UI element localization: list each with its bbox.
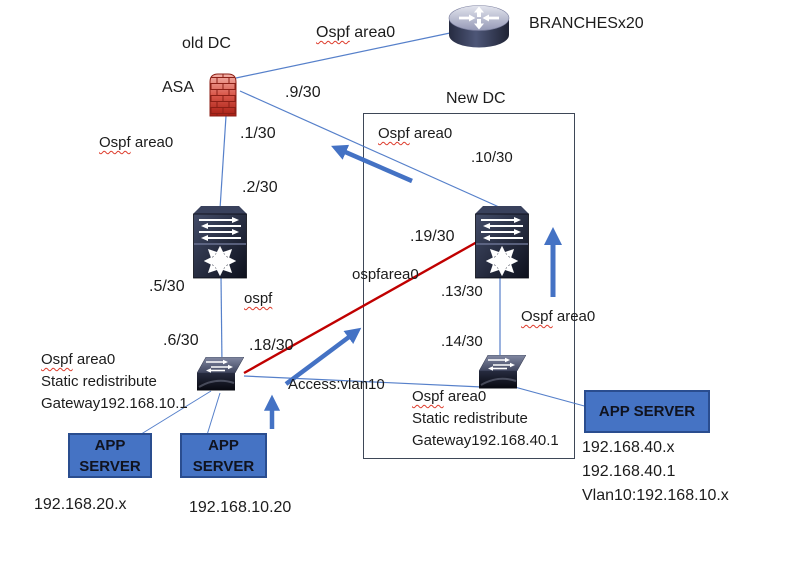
ospf-area0-top-label: Ospf area0 [316,24,396,41]
branches-label: BRANCHESx20 [529,15,644,32]
app-server-2-line1: APP [208,436,239,454]
app-server-2-line2: SERVER [192,457,255,475]
port-19-30: .19/30 [410,228,455,245]
port-9-30: .9/30 [285,84,321,101]
asa-label: ASA [162,79,195,96]
port-2-30: .2/30 [242,179,278,196]
l3-switch-newdc-icon [475,206,529,280]
ip-192-168-20-x: 192.168.20.x [34,496,127,513]
link-asa-newdc-core [239,90,500,208]
app-server-3: APP SERVER [584,390,710,433]
app-server-2: APP SERVER [180,433,267,478]
olddc-switch-notes: Ospf area0 Static redistribute Gateway19… [41,351,188,412]
port-5-30: .5/30 [149,278,185,295]
ip-vlan10-192-168-10-x: Vlan10:192.168.10.x [582,487,729,504]
link-asa-branches [235,32,451,79]
ip-192-168-10-20: 192.168.10.20 [189,499,292,516]
port-13-30: .13/30 [441,283,483,300]
l3-switch-olddc-icon [193,206,247,280]
arrow-diagonal-up [284,327,362,386]
arrow-toward-asa [331,144,413,184]
newdc-switch-notes: Ospf area0 Static redistribute Gateway19… [412,388,559,449]
link-switch-app1 [137,390,212,437]
link-red-ospf-vlan [243,240,478,375]
app-server-1: APP SERVER [68,433,152,478]
new-dc-boundary [363,113,575,459]
firewall-asa-icon [208,71,238,117]
port-1-30: .1/30 [240,125,276,142]
link-switch-app2 [206,392,221,436]
port-18-30: .18/30 [249,337,294,354]
new-dc-title: New DC [446,90,506,107]
ospf-mid-label: ospf [244,290,273,307]
app-server-1-line1: APP [94,436,126,454]
ospf-area0-left-label: Ospf area0 [99,134,174,151]
link-olddc-core-access [220,275,223,366]
access-switch-newdc-icon [478,354,527,389]
port-6-30: .6/30 [163,332,199,349]
ip-192-168-40-x: 192.168.40.x [582,439,675,456]
ospfarea0-label: ospfarea0 [352,266,419,283]
router-icon [447,4,511,50]
app-server-1-line2: SERVER [79,457,141,475]
old-dc-title: old DC [182,35,231,52]
ip-192-168-40-1: 192.168.40.1 [582,463,676,480]
ospf-area0-right-label: Ospf area0 [521,308,596,325]
access-switch-olddc-icon [196,356,245,391]
port-10-30: .10/30 [471,149,513,166]
app-server-3-label: APP SERVER [598,403,696,420]
access-vlan10-label: Access:vlan10 [288,376,385,393]
port-14-30: .14/30 [441,333,483,350]
ospf-area0-newdc-label: Ospf area0 [378,125,453,142]
link-access-vlan10 [243,375,483,388]
